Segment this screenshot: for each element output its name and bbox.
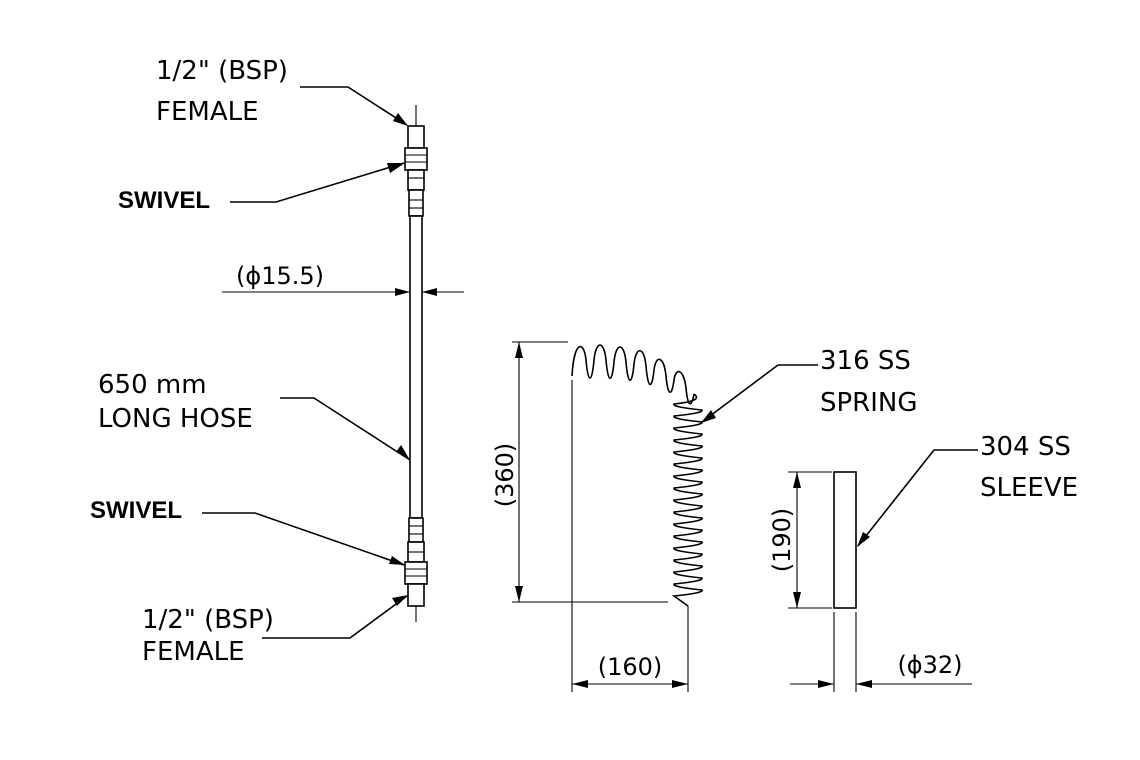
hose-diameter-label: (ϕ15.5)	[236, 262, 324, 290]
dimension-hose-diameter: (ϕ15.5)	[222, 262, 464, 296]
spring-label-line2: SPRING	[820, 388, 918, 418]
sleeve-height-label: (190)	[768, 508, 796, 573]
callout-top-fitting: 1/2" (BSP) FEMALE	[156, 56, 408, 127]
callout-spring: 316 SS SPRING	[701, 346, 918, 423]
hose-length-label-line1: 650 mm	[98, 370, 207, 400]
spring-label-line1: 316 SS	[820, 346, 911, 376]
top-swivel-label: SWIVEL	[118, 187, 210, 214]
bottom-fitting-body	[407, 583, 425, 607]
top-swivel-nut	[404, 147, 428, 171]
top-fitting-body	[407, 125, 425, 149]
spring-coil-lower	[671, 393, 703, 607]
sleeve-label-line1: 304 SS	[980, 432, 1071, 462]
spring-width-label: (160)	[598, 653, 663, 681]
dimension-spring-width: (160)	[571, 380, 689, 692]
bottom-swivel-nut	[404, 561, 428, 585]
dimension-sleeve-height: (190)	[768, 471, 832, 609]
callout-bottom-fitting: 1/2" (BSP) FEMALE	[142, 595, 408, 667]
sleeve-body	[833, 471, 857, 609]
sleeve-label-line2: SLEEVE	[980, 473, 1078, 503]
callout-hose-length: 650 mm LONG HOSE	[98, 370, 411, 461]
bottom-fitting-label-line2: FEMALE	[142, 637, 245, 667]
bottom-fitting-label-line1: 1/2" (BSP)	[142, 605, 274, 635]
spring-coil	[571, 344, 703, 607]
sleeve-diameter-label: (ϕ32)	[897, 651, 962, 679]
callout-bottom-swivel: SWIVEL	[90, 497, 405, 566]
dimension-spring-height: (360)	[491, 341, 668, 603]
bottom-swivel-label: SWIVEL	[90, 497, 182, 524]
top-swivel-collar	[407, 169, 425, 191]
dimension-sleeve-diameter: (ϕ32)	[790, 612, 972, 692]
hose-tube	[409, 215, 423, 519]
spring-height-label: (360)	[491, 443, 519, 508]
top-fitting-label-line2: FEMALE	[156, 97, 259, 127]
top-fitting-label-line1: 1/2" (BSP)	[156, 56, 288, 86]
bottom-crimp-ferrule	[408, 517, 424, 543]
hose-length-label-line2: LONG HOSE	[98, 404, 253, 434]
callout-top-swivel: SWIVEL	[118, 162, 405, 214]
spring-coil-upper	[571, 344, 695, 405]
callout-sleeve: 304 SS SLEEVE	[857, 432, 1078, 547]
hose-assembly	[404, 105, 428, 622]
top-crimp-ferrule	[408, 189, 424, 217]
